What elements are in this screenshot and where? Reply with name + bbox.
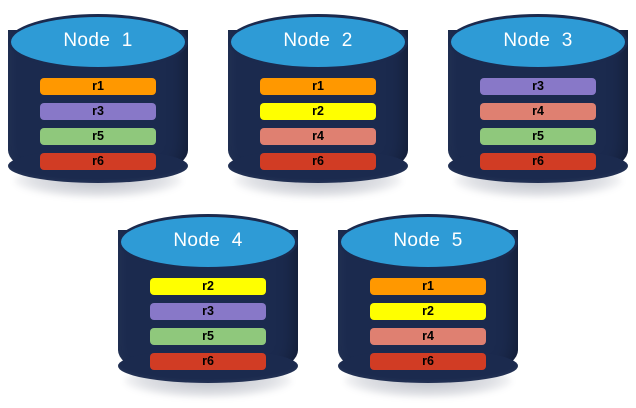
node-label: Node 4 <box>173 230 243 251</box>
replica-stack: r2 r3 r5 r6 <box>150 278 266 370</box>
replica-bar-r6[interactable]: r6 <box>260 153 376 170</box>
replica-bar-r6[interactable]: r6 <box>40 153 156 170</box>
node-label: Node 2 <box>283 30 353 51</box>
replica-stack: r3 r4 r5 r6 <box>480 78 596 170</box>
replica-bar-r5[interactable]: r5 <box>480 128 596 145</box>
replica-stack: r1 r2 r4 r6 <box>260 78 376 170</box>
node-label: Node 3 <box>503 30 573 51</box>
database-node-3[interactable]: Node 3 r3 r4 r5 r6 <box>448 14 628 200</box>
replica-bar-r3[interactable]: r3 <box>40 103 156 120</box>
replica-bar-r1[interactable]: r1 <box>370 278 486 295</box>
replica-stack: r1 r2 r4 r6 <box>370 278 486 370</box>
replica-bar-r3[interactable]: r3 <box>480 78 596 95</box>
database-node-4[interactable]: Node 4 r2 r3 r5 r6 <box>118 214 298 400</box>
cylinder-top-ellipse <box>118 214 298 270</box>
replica-bar-r6[interactable]: r6 <box>480 153 596 170</box>
replica-bar-r1[interactable]: r1 <box>40 78 156 95</box>
replica-bar-r6[interactable]: r6 <box>370 353 486 370</box>
replica-stack: r1 r3 r5 r6 <box>40 78 156 170</box>
cylinder-top-ellipse <box>228 14 408 70</box>
cylinder-top-ellipse <box>448 14 628 70</box>
cylinder-top-ellipse <box>338 214 518 270</box>
replica-bar-r5[interactable]: r5 <box>150 328 266 345</box>
replica-bar-r1[interactable]: r1 <box>260 78 376 95</box>
node-label: Node 5 <box>393 230 463 251</box>
replica-bar-r5[interactable]: r5 <box>40 128 156 145</box>
replica-bar-r2[interactable]: r2 <box>370 303 486 320</box>
replica-bar-r4[interactable]: r4 <box>370 328 486 345</box>
replica-bar-r3[interactable]: r3 <box>150 303 266 320</box>
replica-bar-r4[interactable]: r4 <box>480 103 596 120</box>
database-node-5[interactable]: Node 5 r1 r2 r4 r6 <box>338 214 518 400</box>
replica-bar-r2[interactable]: r2 <box>260 103 376 120</box>
replica-bar-r4[interactable]: r4 <box>260 128 376 145</box>
cylinder-top-ellipse <box>8 14 188 70</box>
replica-bar-r6[interactable]: r6 <box>150 353 266 370</box>
replica-bar-r2[interactable]: r2 <box>150 278 266 295</box>
node-label: Node 1 <box>63 30 133 51</box>
database-node-2[interactable]: Node 2 r1 r2 r4 r6 <box>228 14 408 200</box>
database-node-1[interactable]: Node 1 r1 r3 r5 r6 <box>8 14 188 200</box>
